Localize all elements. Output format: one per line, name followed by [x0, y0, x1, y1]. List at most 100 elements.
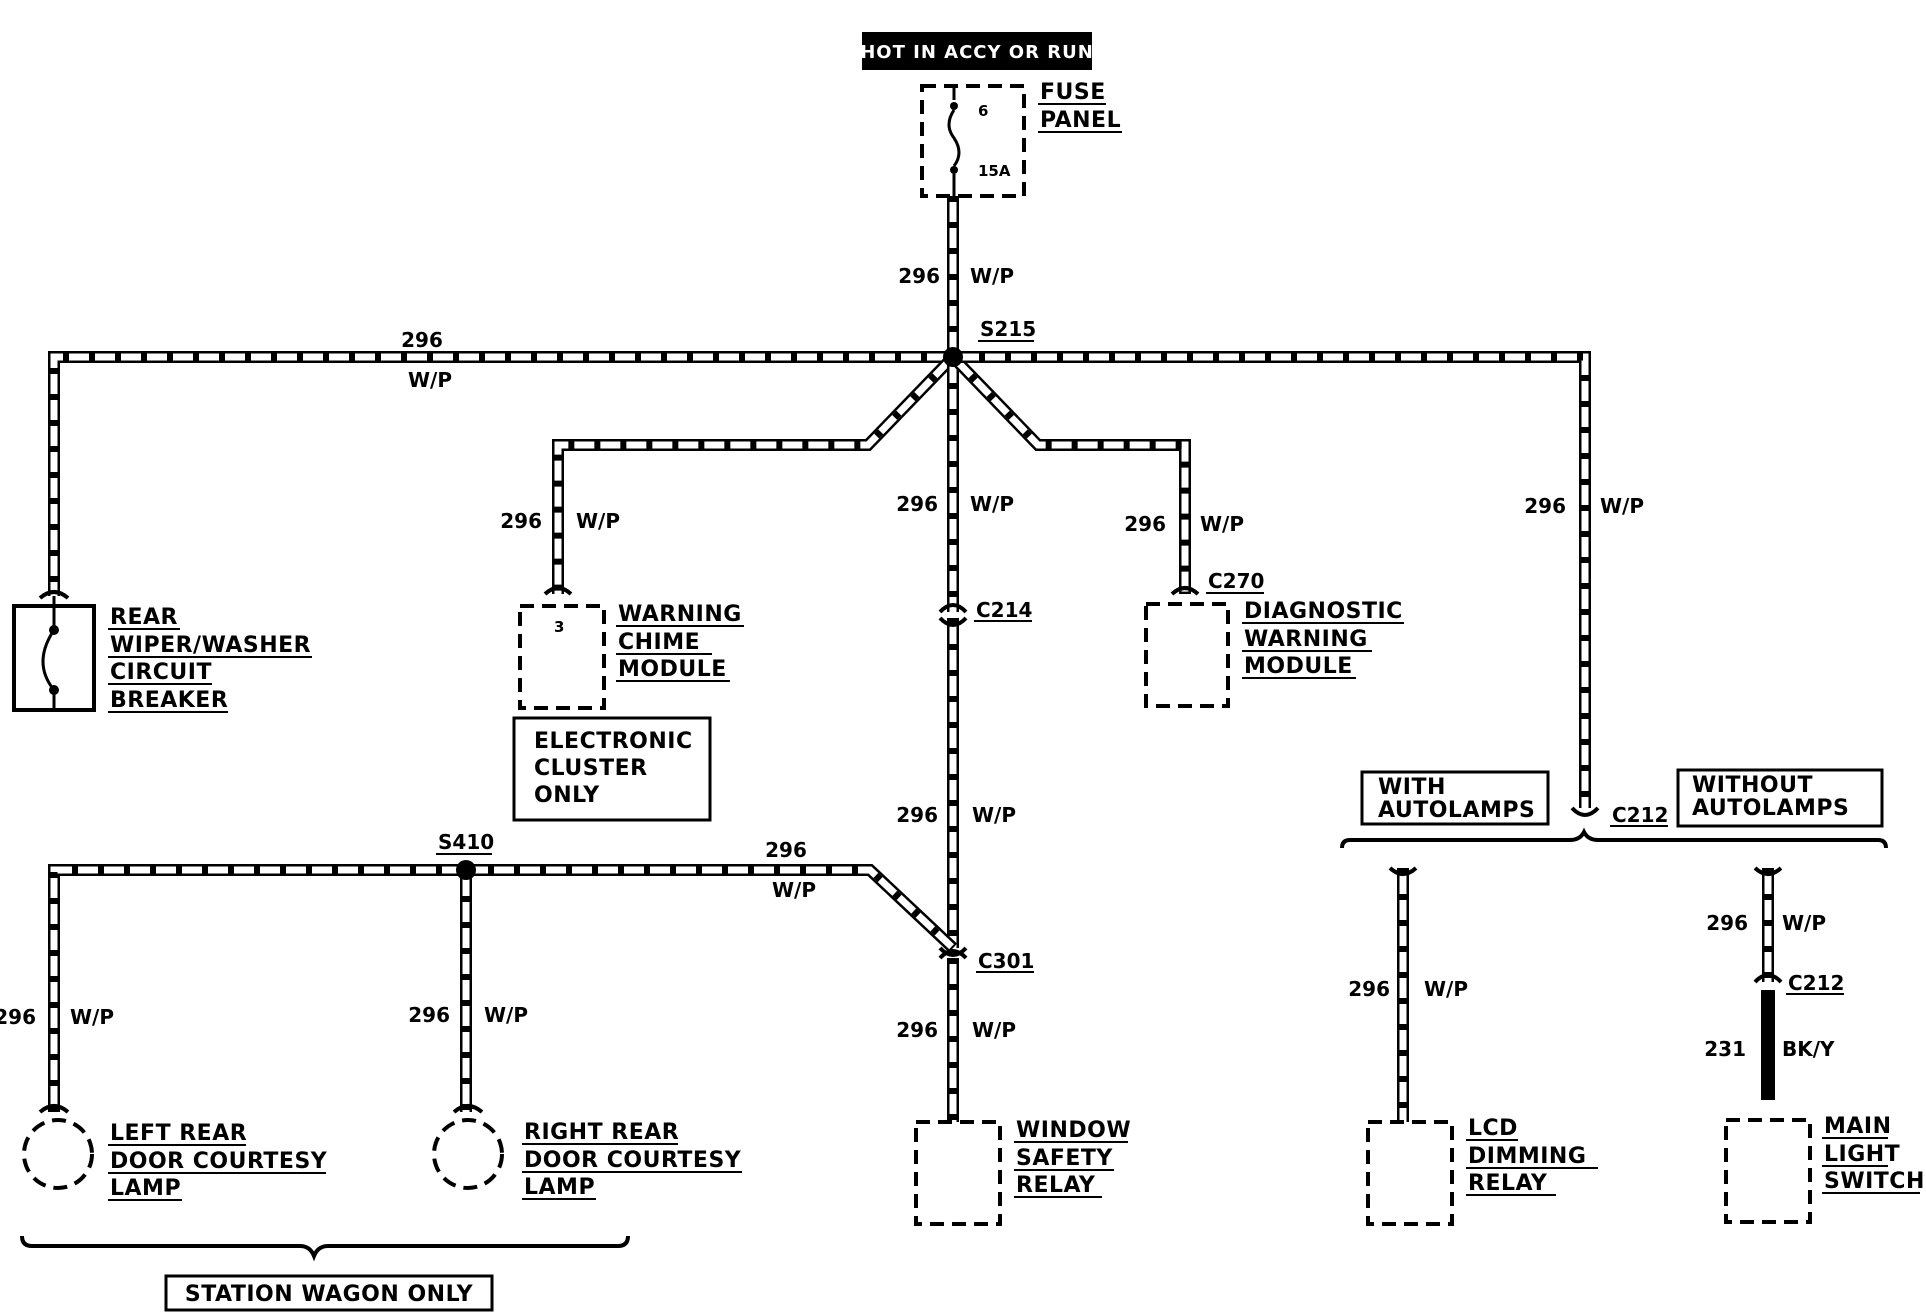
svg-text:LIGHT: LIGHT [1824, 1142, 1900, 1167]
svg-text:WITH: WITH [1378, 775, 1446, 800]
svg-text:CLUSTER: CLUSTER [534, 756, 648, 781]
svg-text:WARNING: WARNING [618, 602, 742, 627]
lcd-dimming-relay-box [1366, 1120, 1454, 1226]
connector-c214 [938, 603, 968, 627]
svg-text:ONLY: ONLY [534, 783, 600, 808]
wire-diag-color: W/P [1200, 512, 1244, 536]
fuse-panel-label-2: PANEL [1040, 108, 1121, 133]
svg-text:CIRCUIT: CIRCUIT [110, 660, 212, 685]
wire-switch-lower-color: BK/Y [1782, 1037, 1835, 1061]
svg-text:LEFT REAR: LEFT REAR [110, 1121, 247, 1146]
station-wagon-note: STATION WAGON ONLY [185, 1282, 474, 1307]
wire-switch-upper-circuit: 296 [1706, 911, 1748, 935]
svg-text:WITHOUT: WITHOUT [1692, 773, 1813, 798]
harness-s215-diag [948, 352, 1191, 594]
wire-switch-lower-circuit: 231 [1704, 1037, 1746, 1061]
warning-chime-pin: 3 [554, 618, 564, 636]
fuse-icon [947, 86, 961, 196]
fuse-panel-box [920, 84, 1026, 198]
window-safety-relay-box [914, 1120, 1002, 1226]
connector-c212-bottom-label: C212 [1788, 971, 1844, 995]
svg-text:SAFETY: SAFETY [1016, 1146, 1113, 1171]
svg-text:MODULE: MODULE [1244, 654, 1353, 679]
wire-left-lamp-circuit: 296 [0, 1005, 36, 1029]
svg-text:ELECTRONIC: ELECTRONIC [534, 729, 693, 754]
splice-s410 [456, 860, 476, 880]
wire-s410-bus-color: W/P [772, 878, 816, 902]
electronic-cluster-note-box [512, 716, 712, 822]
svg-text:AUTOLAMPS: AUTOLAMPS [1692, 796, 1849, 821]
wire-right-lamp-circuit: 296 [408, 1003, 450, 1027]
without-autolamps-note-box [1676, 768, 1884, 828]
svg-text:WIPER/WASHER: WIPER/WASHER [110, 633, 311, 658]
svg-text:MAIN: MAIN [1824, 1114, 1892, 1139]
circuit-breaker-icon [41, 596, 59, 710]
svg-text:AUTOLAMPS: AUTOLAMPS [1378, 798, 1535, 823]
left-rear-lamp-icon [22, 1118, 94, 1190]
diagnostic-warning-module-box [1144, 602, 1230, 708]
fuse-rating: 15A [978, 162, 1011, 180]
wire-fuse-color: W/P [970, 264, 1014, 288]
svg-text:DIMMING: DIMMING [1468, 1144, 1586, 1169]
station-wagon-bracket [20, 1235, 630, 1262]
station-wagon-note-box [164, 1274, 494, 1312]
svg-text:REAR: REAR [110, 605, 178, 630]
connector-c301-label: C301 [978, 949, 1034, 973]
svg-text:LAMP: LAMP [110, 1176, 181, 1201]
connector-c301 [938, 946, 968, 960]
wire-center-lower-circuit: 296 [896, 803, 938, 827]
splice-s215 [943, 347, 963, 367]
with-autolamps-note: WITH AUTOLAMPS [1378, 775, 1535, 823]
wire-center-upper-circuit: 296 [896, 492, 938, 516]
fuse-panel-label-1: FUSE [1040, 80, 1106, 105]
lcd-relay-label: LCD DIMMING RELAY [1466, 1116, 1598, 1196]
wire-lcd-circuit: 296 [1348, 977, 1390, 1001]
wire-switch-upper-color: W/P [1782, 911, 1826, 935]
harness-s410-bus [48, 864, 958, 1112]
diagnostic-label: DIAGNOSTIC WARNING MODULE [1242, 599, 1404, 679]
right-rear-lamp-icon [432, 1118, 504, 1190]
wire-s410-bus-circuit: 296 [765, 838, 807, 862]
svg-text:WARNING: WARNING [1244, 627, 1368, 652]
wire-chime-color: W/P [576, 509, 620, 533]
svg-text:SWITCH: SWITCH [1824, 1169, 1925, 1194]
wire-lcd-color: W/P [1424, 977, 1468, 1001]
wire-relay-color: W/P [972, 1018, 1016, 1042]
wire-fuse-circuit: 296 [898, 264, 940, 288]
splice-s410-label: S410 [438, 830, 494, 854]
svg-text:DOOR COURTESY: DOOR COURTESY [524, 1148, 742, 1173]
wire-diag-circuit: 296 [1124, 512, 1166, 536]
svg-text:WINDOW: WINDOW [1016, 1118, 1131, 1143]
wire-left-lamp-color: W/P [70, 1005, 114, 1029]
svg-text:CHIME: CHIME [618, 630, 700, 655]
harness-s215-chime [552, 352, 958, 594]
connector-c270-label: C270 [1208, 569, 1264, 593]
svg-text:LAMP: LAMP [524, 1175, 595, 1200]
wire-left-top-circuit: 296 [401, 328, 443, 352]
warning-chime-module-box [518, 604, 606, 710]
svg-text:MODULE: MODULE [618, 657, 727, 682]
wire-right-circuit: 296 [1524, 494, 1566, 518]
svg-text:RELAY: RELAY [1468, 1171, 1548, 1196]
splice-s215-label: S215 [980, 317, 1036, 341]
wire-labels: 296 W/P 296 W/P 296 W/P 296 W/P 296 W/P … [0, 264, 1835, 1061]
hot-label-box [862, 32, 1092, 70]
window-relay-label: WINDOW SAFETY RELAY [1014, 1118, 1131, 1198]
connector-c214-label: C214 [976, 598, 1032, 622]
wire-center-lower-color: W/P [972, 803, 1016, 827]
left-lamp-label: LEFT REAR DOOR COURTESY LAMP [108, 1121, 327, 1201]
wire-right-color: W/P [1600, 494, 1644, 518]
connector-c212-top-label: C212 [1612, 803, 1668, 827]
with-autolamps-note-box [1360, 770, 1550, 826]
electronic-cluster-note: ELECTRONIC CLUSTER ONLY [534, 729, 693, 808]
hot-label: HOT IN ACCY OR RUN [860, 42, 1094, 63]
svg-text:DIAGNOSTIC: DIAGNOSTIC [1244, 599, 1403, 624]
svg-text:RIGHT REAR: RIGHT REAR [524, 1120, 679, 1145]
wire-center-upper-color: W/P [970, 492, 1014, 516]
wire-relay-circuit: 296 [896, 1018, 938, 1042]
wire-left-top-color: W/P [408, 368, 452, 392]
right-lamp-label: RIGHT REAR DOOR COURTESY LAMP [522, 1120, 742, 1200]
main-light-switch-box [1724, 1118, 1812, 1224]
without-autolamps-note: WITHOUT AUTOLAMPS [1692, 773, 1849, 821]
